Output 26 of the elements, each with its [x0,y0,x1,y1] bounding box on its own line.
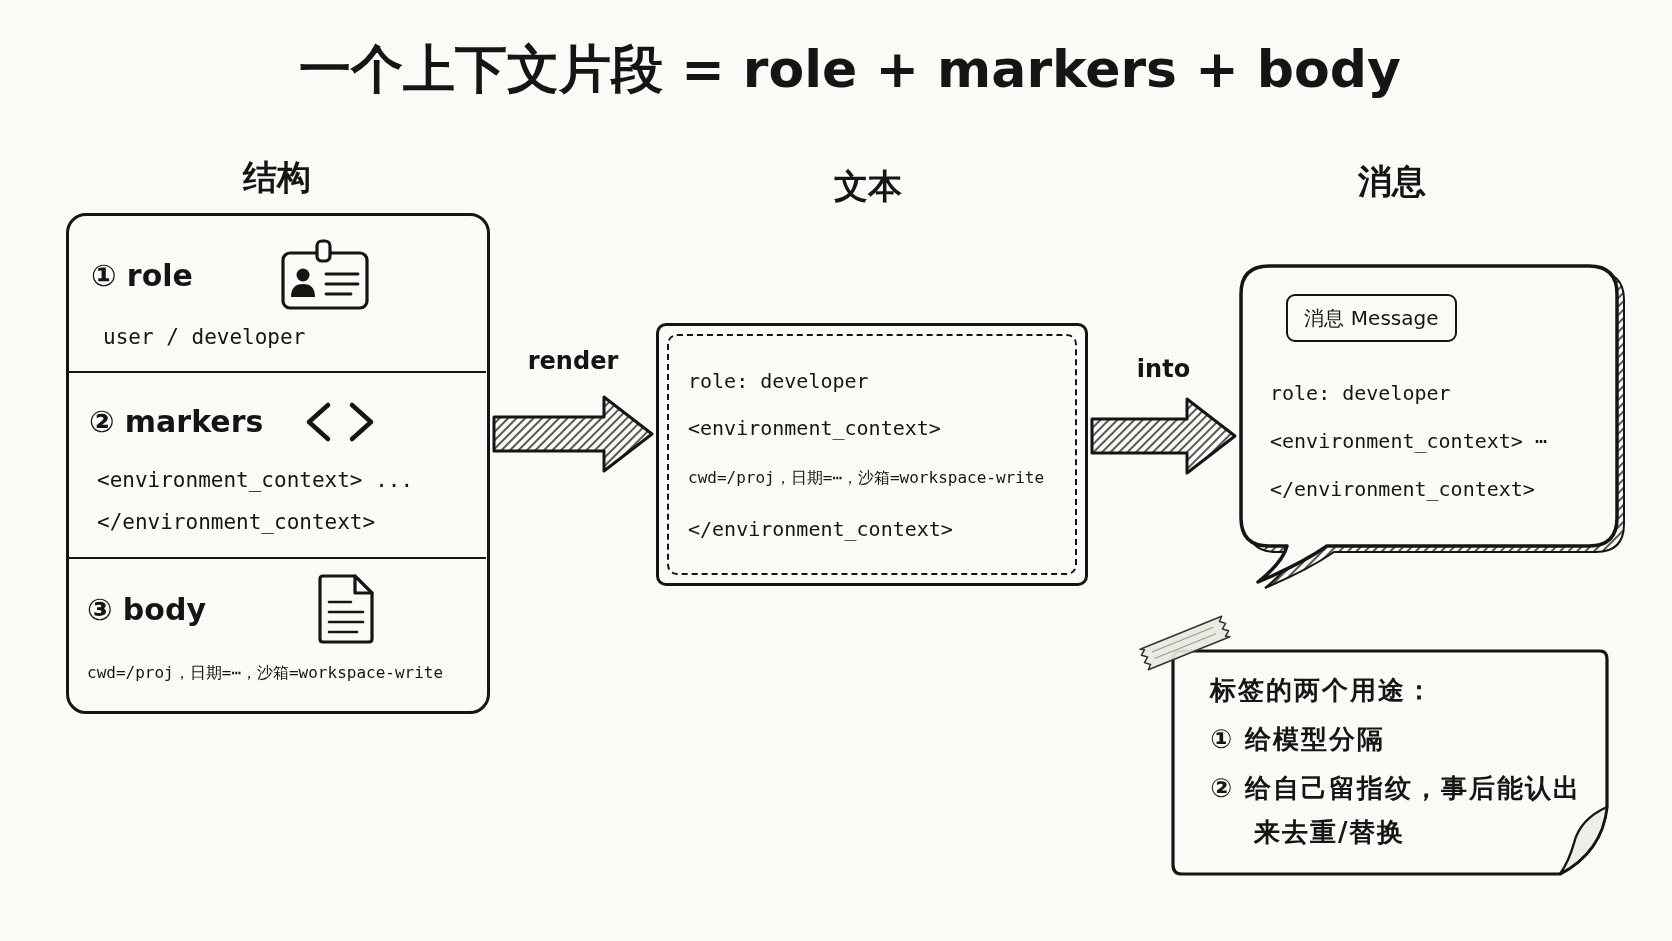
note-item: ② 给自己留指纹，事后能认出来去重/替换 [1210,772,1583,849]
code-line: <environment_context> ⋯ [1270,429,1547,453]
block-arrow [1090,397,1237,475]
code-line: role: developer [1270,381,1451,405]
code-line: <environment_context> [688,416,941,440]
column-heading: 结构 [243,156,311,198]
diagram-title: 一个上下文片段 = role + markers + body [299,37,1401,101]
column-heading: 文本 [834,165,902,207]
code-line: role: developer [688,369,869,393]
code-line: </environment_context> [1270,477,1535,501]
sticky-note [1170,647,1610,877]
section-title: ② markers [89,404,264,440]
column-heading: 消息 [1358,160,1426,202]
code-line: cwd=/proj，日期=⋯，沙箱=workspace-write [688,468,1045,488]
code-line: </environment_context> [97,510,376,536]
code-line: <environment_context> ... [97,468,414,494]
code-line: </environment_context> [688,517,953,541]
note-item: ① 给模型分隔 [1210,724,1386,756]
note-heading: 标签的两个用途： [1210,675,1434,707]
code-line: user / developer [103,325,306,351]
code-line: cwd=/proj，日期=⋯，沙箱=workspace-write [87,663,444,683]
section-title: ① role [91,258,193,294]
message-tag [1286,294,1457,342]
tag-text: 消息 Message [1304,306,1439,330]
block-arrow [492,395,654,473]
section-title: ③ body [87,592,206,628]
